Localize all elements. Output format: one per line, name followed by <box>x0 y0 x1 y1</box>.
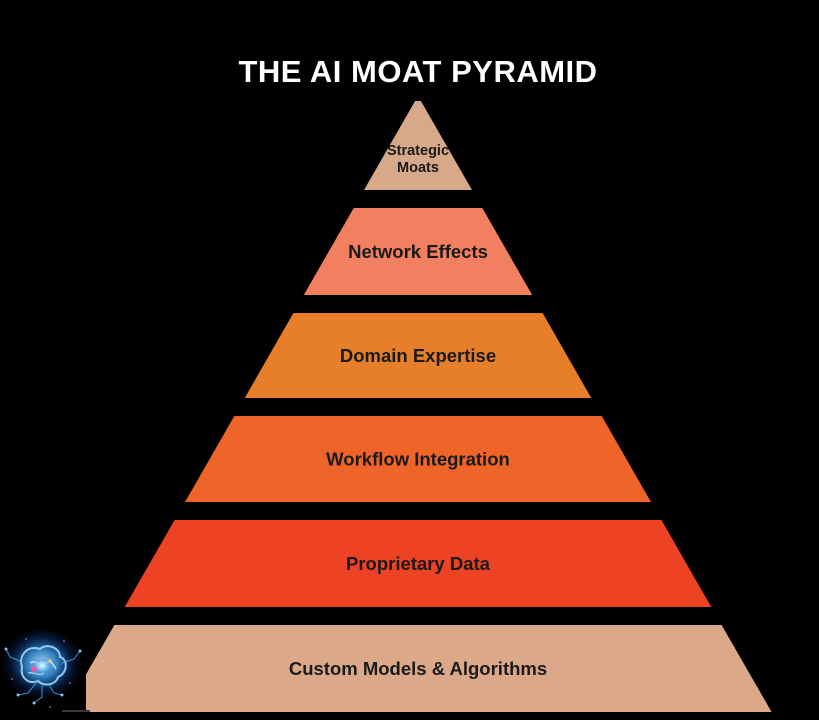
tier-custom-models-label: Custom Models & Algorithms <box>289 658 547 679</box>
tier-domain-expertise: Domain Expertise <box>244 313 592 398</box>
tier-proprietary-data: Proprietary Data <box>124 520 712 607</box>
tier-strategic-moats-label: Moats <box>397 160 439 176</box>
tier-proprietary-data-shape <box>124 520 712 607</box>
brand-logo <box>0 623 86 713</box>
tier-domain-expertise-label: Domain Expertise <box>340 345 496 366</box>
tier-network-effects-label: Network Effects <box>348 241 488 262</box>
tier-strategic-moats-shape <box>364 101 472 190</box>
tier-custom-models: Custom Models & Algorithms <box>64 625 772 712</box>
tier-workflow-integration: Workflow Integration <box>185 416 651 502</box>
tier-strategic-moats-label: Strategic <box>387 143 449 159</box>
tier-domain-expertise-shape <box>244 313 592 398</box>
logo-underline <box>62 710 90 712</box>
tier-network-effects-shape <box>303 208 533 295</box>
tier-network-effects: Network Effects <box>303 208 533 295</box>
tier-workflow-integration-label: Workflow Integration <box>326 449 510 470</box>
page-title: THE AI MOAT PYRAMID <box>238 54 598 89</box>
tier-proprietary-data-label: Proprietary Data <box>346 553 491 574</box>
tier-workflow-integration-shape <box>185 416 651 502</box>
tier-custom-models-shape <box>64 625 772 712</box>
glowing-brain-circuit-icon <box>0 623 86 713</box>
